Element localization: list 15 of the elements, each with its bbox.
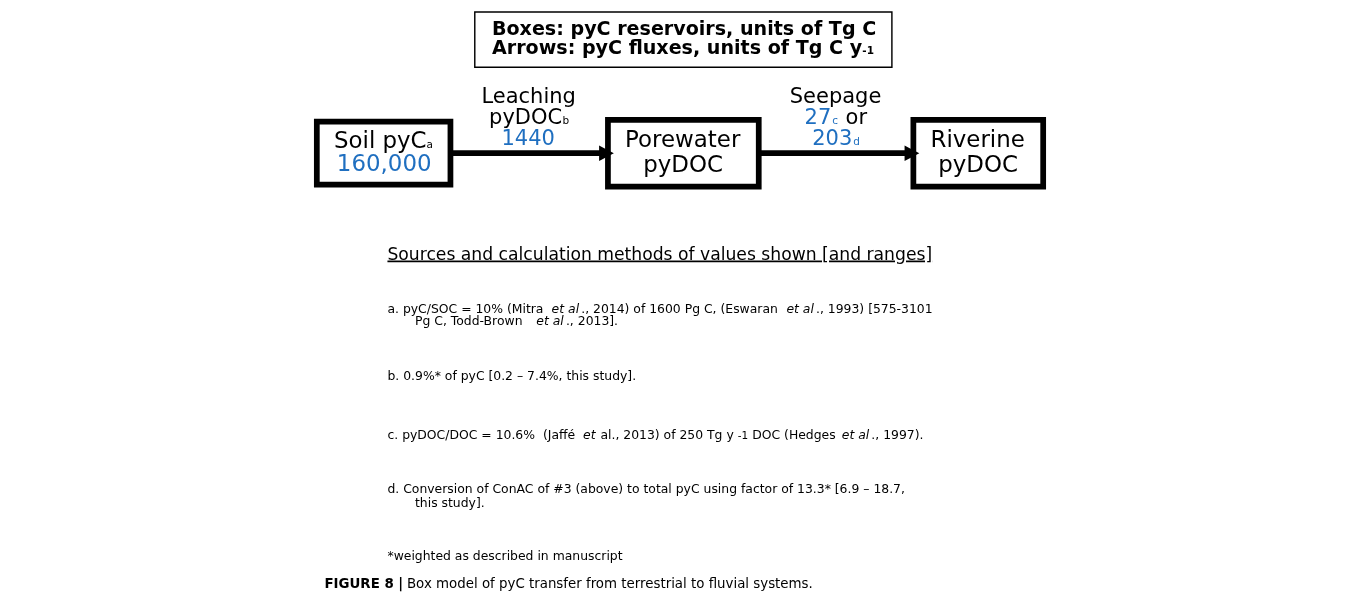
arrow [450, 145, 614, 161]
caption: FIGURE 8 | Box model of pyC transfer from terrestrial to fluvial systems. [323, 575, 813, 591]
node-box: Boxes: pyC reservoirs, units of Tg C Arrows: pyC fluxes, units of Tg C y-1 [473, 11, 893, 68]
label: Sources and calculation methods of values shown [and ranges] [386, 243, 932, 264]
node-box: Riverine pyDOC [910, 116, 1046, 190]
edge-label: Leaching pyDOCb 1440 [480, 84, 576, 151]
label: b. 0.9%* of pyC [0.2 – 7.4%, this study]. [386, 367, 636, 383]
label: c. pyDOC/DOC = 10.6% (Jaffé et al., 2013) of 250 Tg y-1 DOC (Hedges et al., 1997). [386, 426, 923, 442]
edge-label: Seepage 27c or 203d [789, 84, 881, 151]
node-box: Porewater pyDOC [604, 116, 762, 190]
label: *weighted as described in manuscript [386, 548, 623, 564]
arrow [758, 145, 919, 161]
label: a. pyC/SOC = 10% (Mitra et al., 2014) of 1600 Pg C, (Eswaran et al., 1993) [575-3101 Pg C, Todd-Brown et al., 2013]. [386, 300, 933, 329]
node-box: Soil pyCa 160,000 [313, 118, 453, 188]
label: d. Conversion of ConAC of #3 (above) to total pyC using factor of 13.3* [6.9 – 18.7, this study]. [386, 481, 905, 510]
